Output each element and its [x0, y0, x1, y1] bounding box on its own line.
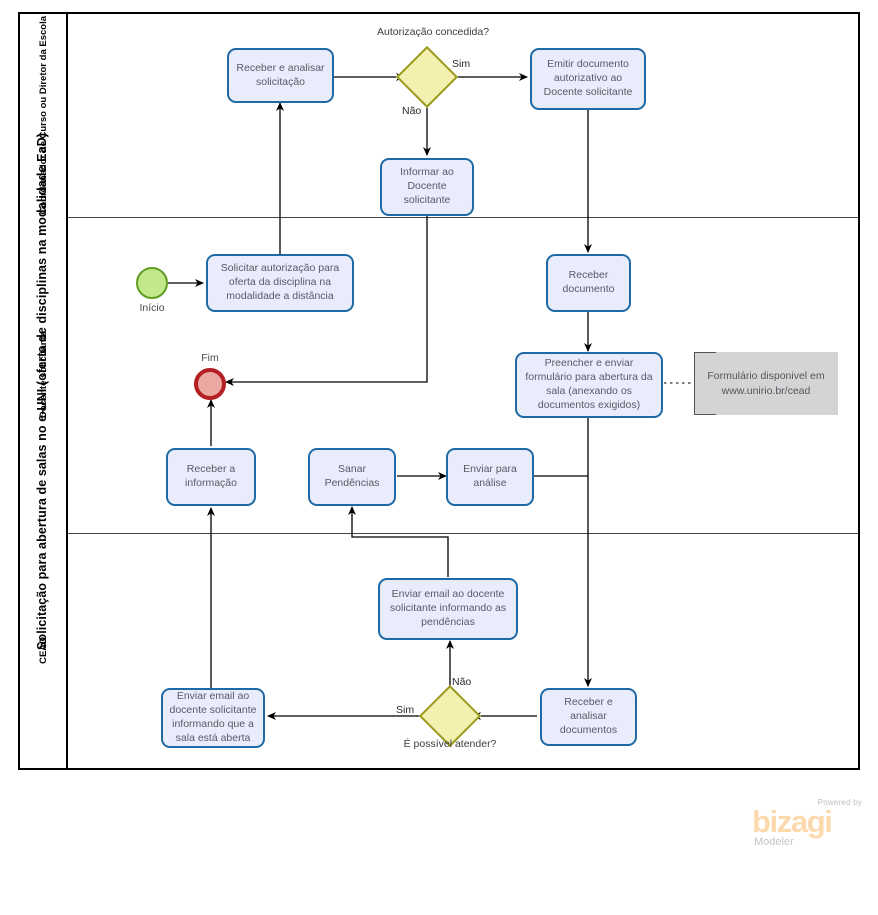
flow-label-gw2-nao: Não [452, 676, 472, 688]
lane-header-coordenador: Coordenador de Curso ou Diretor da Escol… [20, 14, 68, 217]
bizagi-logo: Powered by bizagi Modeler [752, 798, 864, 856]
task-label: Enviar email ao docente solicitante info… [389, 588, 507, 628]
task-enviar-para-analise[interactable]: Enviar para análise [446, 448, 534, 506]
task-emitir-documento-autorizativo[interactable]: Emitir documento autorizativo ao Docente… [530, 48, 646, 110]
end-event-label: Fim [201, 352, 219, 364]
task-label: Solicitar autorização para oferta da dis… [220, 262, 340, 302]
task-label: Preencher e enviar formulário para abert… [525, 357, 653, 411]
lane-divider-1 [68, 217, 858, 218]
lane-header-docente: Docente solicitante [20, 217, 68, 533]
task-sanar-pendencias[interactable]: Sanar Pendências [308, 448, 396, 506]
logo-powered-by-text: Powered by [817, 798, 862, 807]
task-label: Enviar para análise [463, 463, 517, 489]
flow-label-gw1-sim: Sim [452, 58, 471, 70]
lane-header-cead: CEAD [20, 533, 68, 768]
task-label: Emitir documento autorizativo ao Docente… [543, 58, 633, 98]
task-label: Receber e analisar solicitação [236, 61, 325, 88]
task-enviar-email-sala-aberta[interactable]: Enviar email ao docente solicitante info… [161, 688, 265, 748]
text-annotation-formulario: Formulário disponivel em www.unirio.br/c… [694, 352, 838, 415]
task-label: Receber e analisar documentos [559, 696, 618, 736]
task-label: Receber documento [562, 269, 615, 295]
task-receber-documento[interactable]: Receber documento [546, 254, 631, 312]
task-enviar-email-pendencias[interactable]: Enviar email ao docente solicitante info… [378, 578, 518, 640]
lane-label-docente: Docente solicitante [37, 331, 49, 419]
lane-divider-2 [68, 533, 858, 534]
task-label: Enviar email ao docente solicitante info… [169, 690, 257, 744]
task-label: Receber a informação [185, 463, 237, 489]
flow-label-gw2-sim: Sim [396, 704, 415, 716]
logo-product-text: Modeler [754, 836, 794, 848]
logo-brand-text: bizagi [752, 804, 833, 839]
lane-label-cead: CEAD [37, 637, 49, 664]
lane-label-coordenador: Coordenador de Curso ou Diretor da Escol… [37, 16, 49, 215]
start-event-label: Início [139, 302, 165, 314]
end-event-fim[interactable] [194, 368, 226, 400]
task-label: Informar ao Docente solicitante [400, 166, 454, 206]
gateway-label-autorizacao-concedida: Autorização concedida? [377, 26, 490, 38]
flow-label-gw1-nao: Não [402, 105, 422, 117]
gateway-label-e-possivel-atender: É possível atender? [403, 738, 497, 750]
task-receber-informacao[interactable]: Receber a informação [166, 448, 256, 506]
task-receber-analisar-solicitacao[interactable]: Receber e analisar solicitação [227, 48, 334, 103]
task-informar-docente-solicitante[interactable]: Informar ao Docente solicitante [380, 158, 474, 216]
task-preencher-enviar-formulario[interactable]: Preencher e enviar formulário para abert… [515, 352, 663, 418]
task-solicitar-autorizacao[interactable]: Solicitar autorização para oferta da dis… [206, 254, 354, 312]
task-receber-analisar-documentos[interactable]: Receber e analisar documentos [540, 688, 637, 746]
start-event-inicio[interactable] [136, 267, 168, 299]
task-label: Sanar Pendências [324, 463, 380, 489]
